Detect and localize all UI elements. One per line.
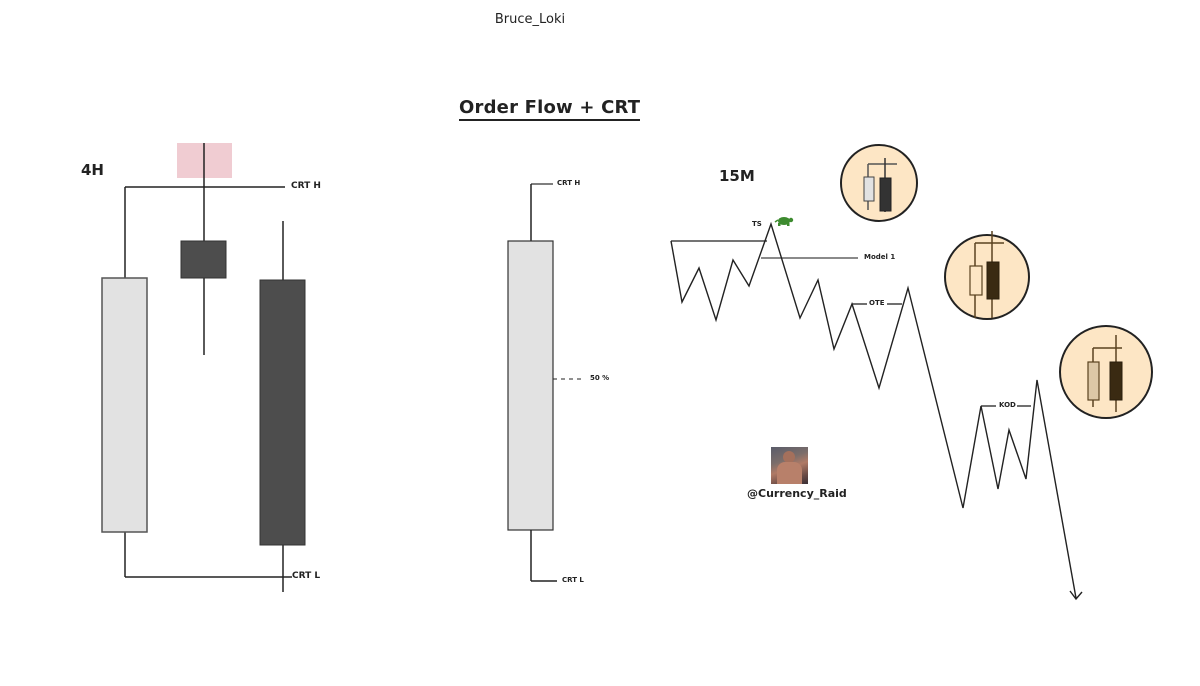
page-title: Order Flow + CRT [459,97,641,121]
sweep-candle-body [180,240,227,279]
midpoint-label: 50 % [590,374,610,382]
crt-candle-body [507,240,554,531]
timeframe-15m-label: 15M [719,167,755,185]
avatar [771,447,808,484]
author-name: Bruce_Loki [494,12,566,27]
turtle-soup-icon [774,217,794,226]
candle-pair-icon-3 [1059,325,1153,419]
panel-4h-drawing [101,143,306,592]
panel-15m-drawing [670,144,1153,601]
timeframe-4h-label: 4H [81,161,104,179]
watermark-handle: @Currency_Raid [747,487,847,500]
crt-high-label-4h: CRT H [291,181,321,191]
ts-label: TS [752,220,762,228]
candle-pair-icon-1 [840,144,918,222]
distribution-candle-body [259,279,306,546]
range-candle-body [101,277,148,533]
down-arrow-icon [1069,590,1083,601]
crt-low-label-4h: CRT L [292,571,321,581]
price-path [670,221,1077,599]
crt-low-label: CRT L [562,576,584,584]
kod-label: KOD [999,401,1016,409]
candle-pair-icon-2 [944,231,1030,320]
crt-high-label: CRT H [557,179,581,187]
ote-label: OTE [869,299,885,307]
model-1-label: Model 1 [864,253,896,261]
panel-crt-drawing [507,183,584,582]
